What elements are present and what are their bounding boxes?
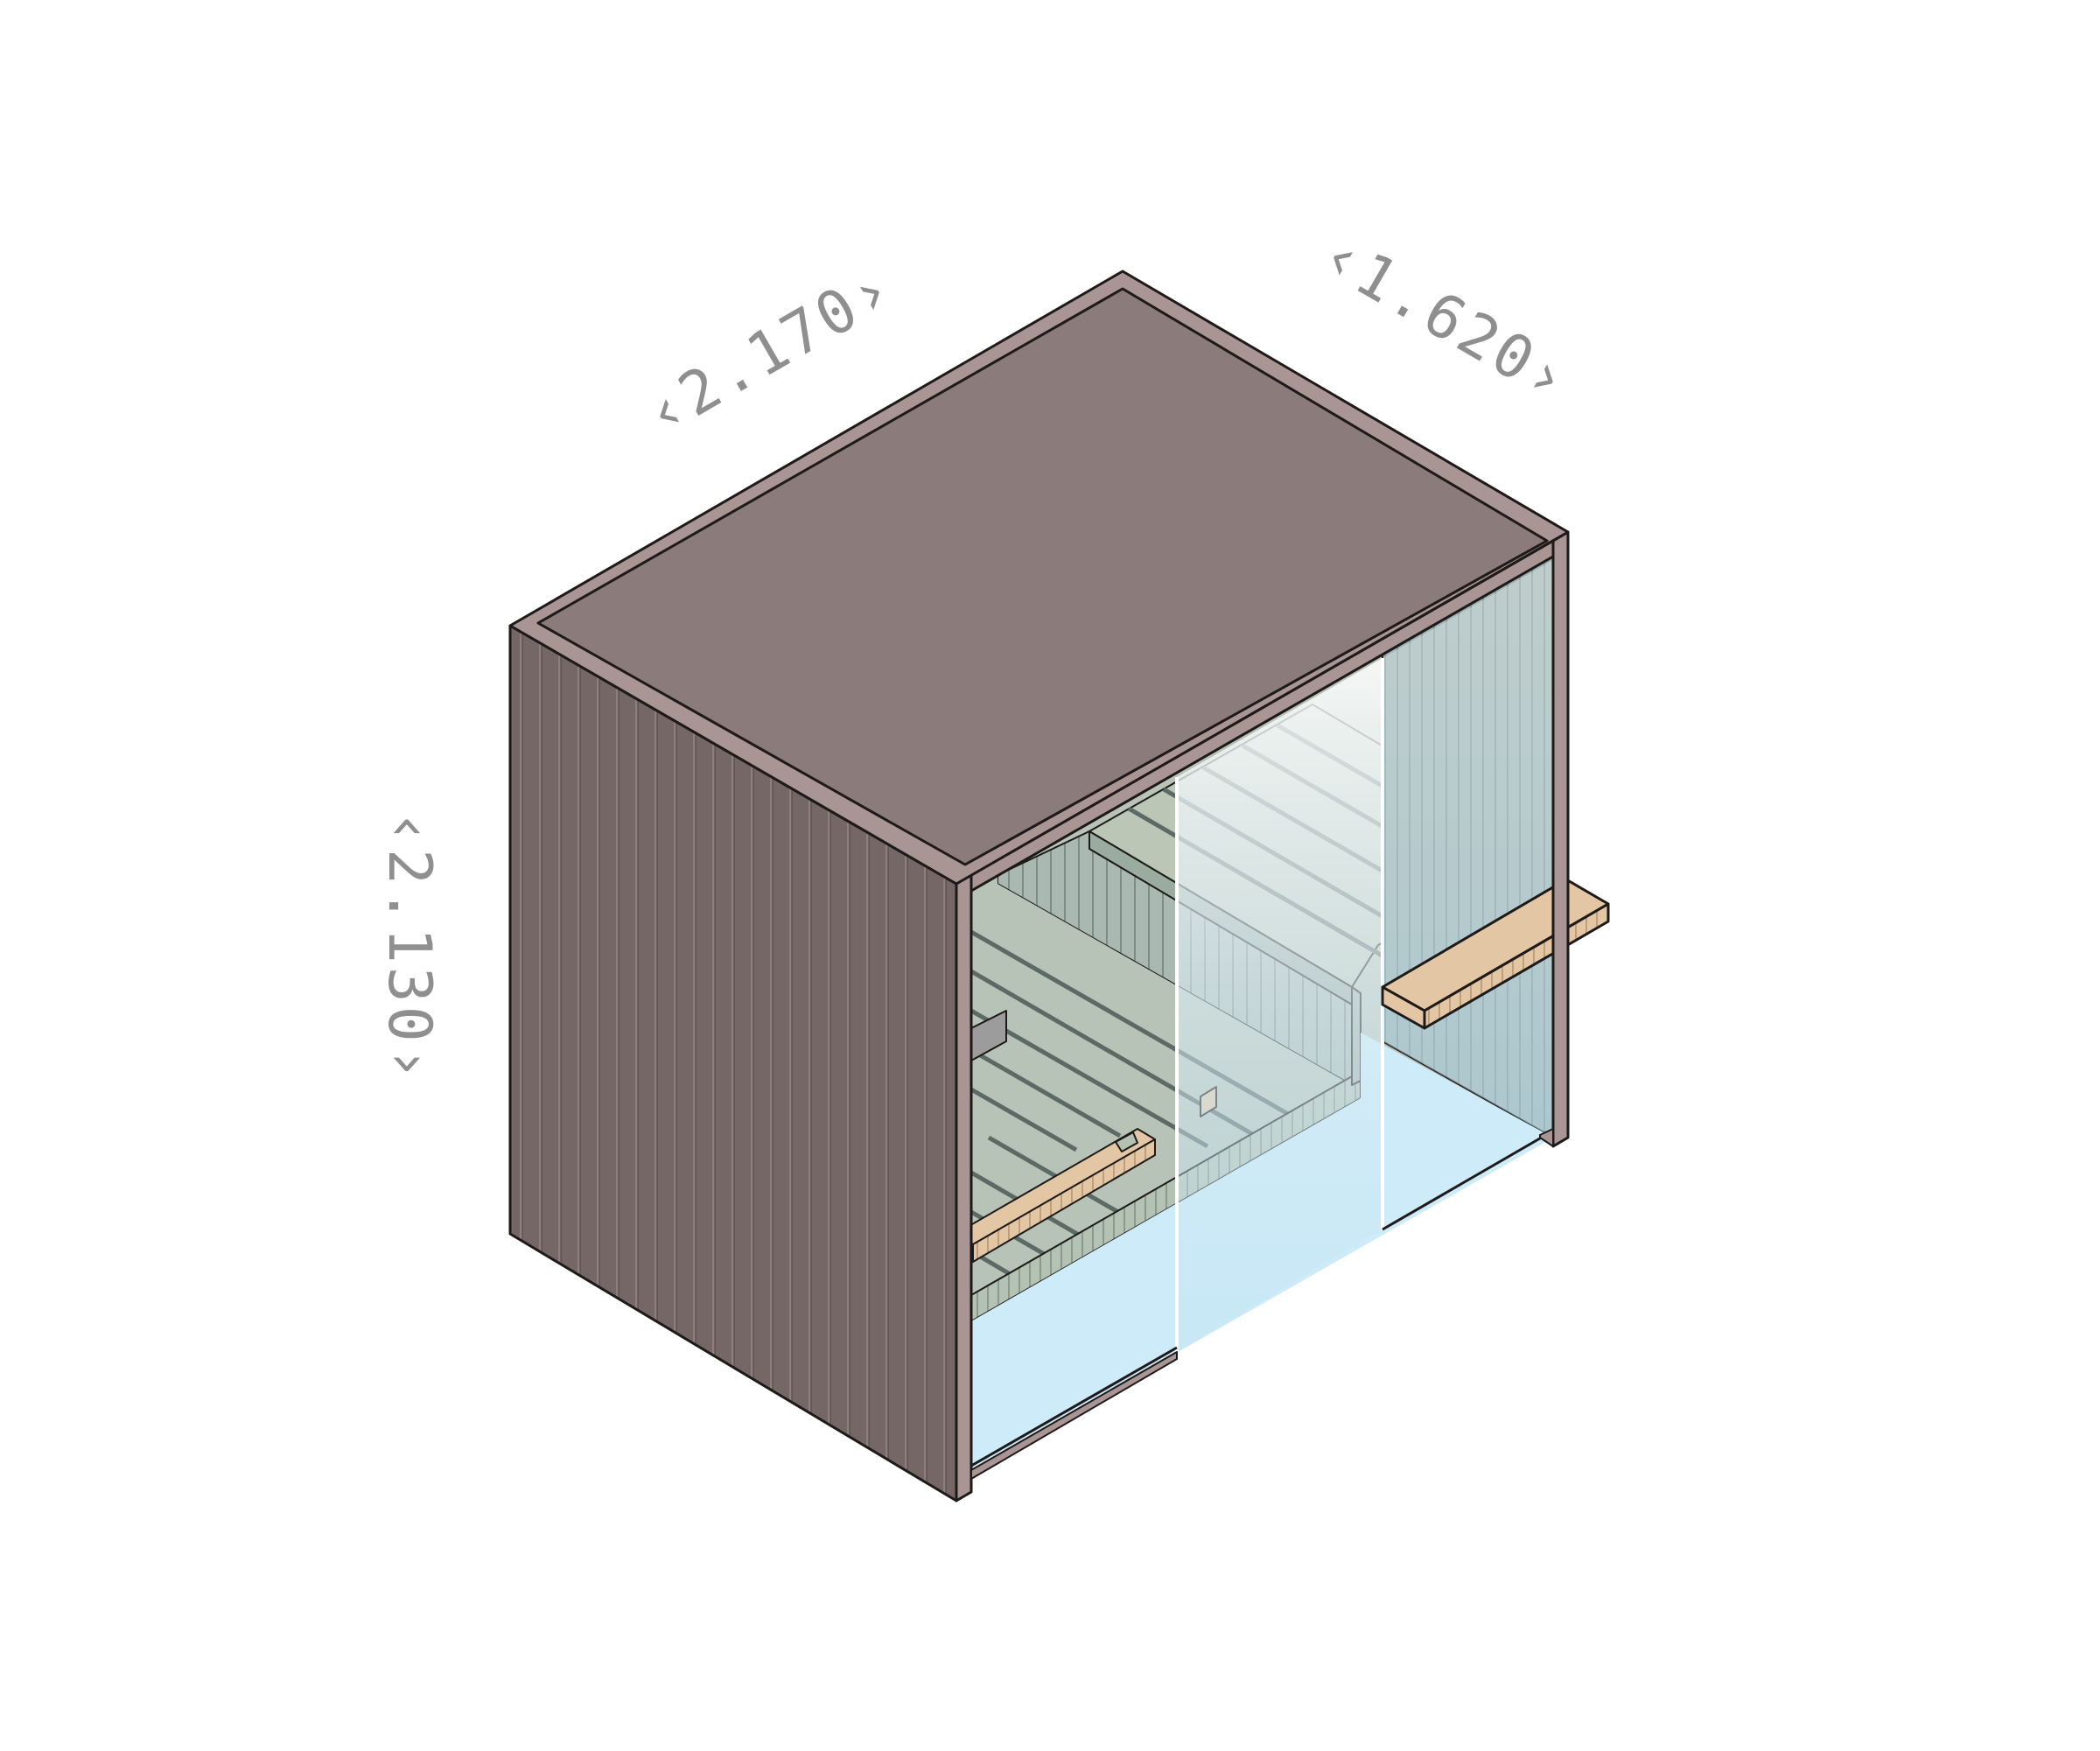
- depth-dimension-label: ‹1.620›: [1310, 220, 1583, 417]
- heater-bracket: [971, 1010, 1007, 1061]
- height-dimension-label: ‹2.130›: [374, 809, 444, 1085]
- backrest: [971, 1128, 1156, 1263]
- roof: [508, 270, 1570, 886]
- glass-door: [1177, 658, 1382, 1352]
